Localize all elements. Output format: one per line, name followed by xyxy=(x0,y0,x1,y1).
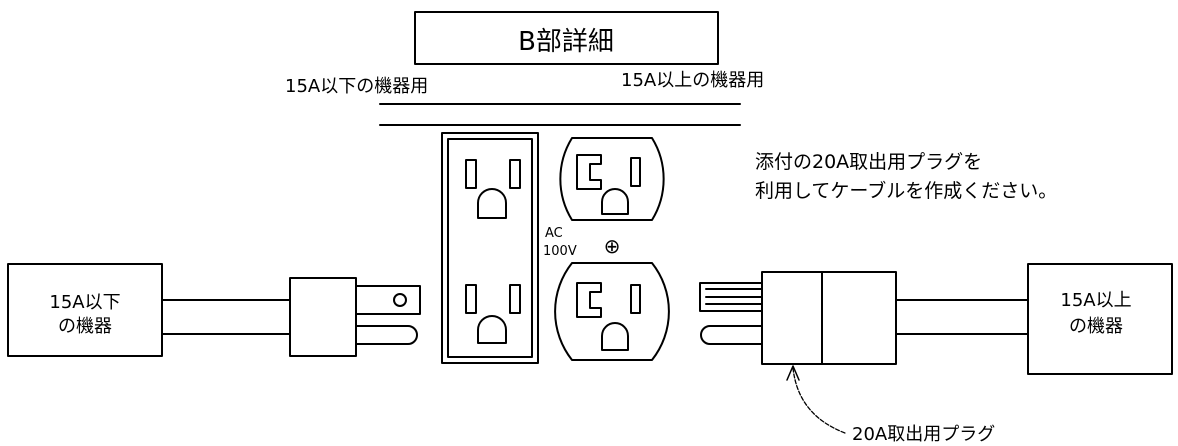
note-line-1: 添付の20A取出用プラグを xyxy=(755,151,982,173)
voltage-label-line2: 100V xyxy=(543,244,577,259)
slot xyxy=(509,284,521,314)
left-device-line1: 15A以下 xyxy=(49,292,120,313)
note-line-2: 利用してケーブルを作成ください。 xyxy=(755,179,1057,202)
right-plug-prong-lower xyxy=(700,325,763,345)
right-group-label: 15A以上の機器用 xyxy=(621,70,764,91)
left-plug-prong-lower xyxy=(355,325,418,345)
outlet-20a xyxy=(554,137,670,361)
slot xyxy=(465,159,477,189)
left-device-box xyxy=(7,263,163,357)
right-device-box xyxy=(1027,263,1173,375)
left-device-line2: の機器 xyxy=(58,316,112,337)
right-plug-body xyxy=(761,271,823,365)
voltage-label-line1: AC xyxy=(545,226,563,241)
ground-symbol: ⊕ xyxy=(604,234,621,258)
plug-callout-label: 20A取出用プラグ xyxy=(852,424,995,445)
left-group-label: 15A以下の機器用 xyxy=(285,76,428,97)
right-plug-prong-upper xyxy=(699,282,763,312)
slot xyxy=(509,159,521,189)
callout-arrowhead xyxy=(786,365,800,381)
plug-callout-leader xyxy=(792,367,846,434)
ground-hole xyxy=(477,315,507,344)
right-device-line1: 15A以上 xyxy=(1060,290,1131,311)
left-plug xyxy=(289,277,357,357)
title-box xyxy=(414,11,719,65)
left-plug-prong-upper xyxy=(355,285,421,315)
right-device-line2: の機器 xyxy=(1069,316,1123,337)
ground-hole xyxy=(477,188,507,219)
title-text: B部詳細 xyxy=(518,27,614,57)
outlet-15a xyxy=(441,132,539,364)
slot xyxy=(465,284,477,314)
